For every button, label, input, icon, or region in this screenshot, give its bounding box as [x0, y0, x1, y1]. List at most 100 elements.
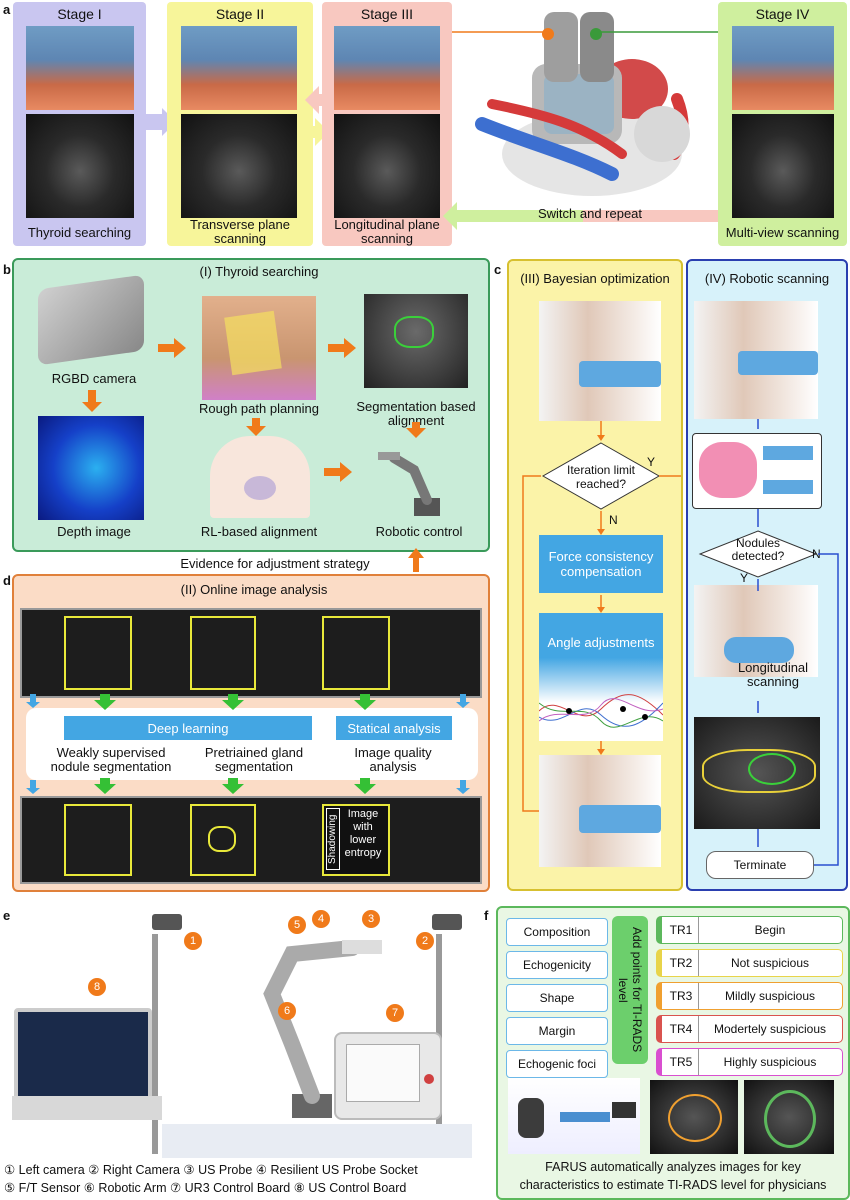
feature-shape: Shape	[506, 984, 608, 1012]
top-frame-2	[190, 616, 256, 690]
statical-analysis-bar: Statical analysis	[336, 716, 452, 740]
stage-1-panel: Stage I Thyroid searching	[13, 2, 146, 246]
bayes-flow-arrows	[522, 421, 681, 812]
terminate-box: Terminate	[706, 851, 814, 879]
panel-label-d: d	[3, 573, 11, 588]
longitudinal-probe-image	[694, 585, 818, 677]
bottom-frame-1	[64, 804, 132, 876]
segmentation-label: Segmentation based alignment	[356, 399, 476, 428]
depth-image-label: Depth image	[57, 524, 131, 539]
nodules-no-label: N	[812, 547, 821, 561]
segmentation-image	[364, 294, 468, 388]
stage-4-caption: Multi-view scanning	[725, 225, 840, 240]
stage-4-title: Stage IV	[755, 6, 810, 22]
tirads-level-row: TR2 Not suspicious	[656, 949, 843, 977]
panel-label-e: e	[3, 908, 11, 923]
nodules-diamond	[698, 530, 818, 578]
bottom-frame-2	[190, 804, 256, 876]
panel-label-a: a	[3, 2, 11, 17]
legend-line-2: ⑤ F/T Sensor ⑥ Robotic Arm ⑦ UR3 Control…	[4, 1181, 407, 1195]
stage-4-panel: Stage IV Multi-view scanning	[718, 2, 847, 246]
tirads-level-code: TR1	[664, 917, 699, 943]
panel-label-f: f	[484, 908, 489, 923]
add-points-box: Add points for TI-RADS level	[612, 916, 648, 1064]
stage-4-ultrasound	[732, 114, 834, 218]
rl-alignment-image	[210, 436, 310, 518]
longitudinal-us-image	[694, 717, 820, 829]
entropy-label: Image with lower entropy	[344, 808, 382, 859]
add-points-label: Add points for TI-RADS level	[616, 927, 644, 1053]
stage-3-title: Stage III	[360, 6, 414, 22]
stage-3-panel: Stage III Longitudinal plane scanning	[322, 2, 452, 246]
evidence-up-arrow	[408, 548, 424, 572]
tirads-level-label: Not suspicious	[730, 956, 810, 970]
robotic-control-image	[378, 452, 440, 516]
tirads-caption-1: FARUS automatically analyzes images for …	[545, 1160, 801, 1174]
tirads-caption-2: characteristics to estimate TI-RADS leve…	[519, 1178, 827, 1192]
bayes-probe-image-2	[539, 755, 661, 867]
feature-margin: Margin	[506, 1017, 608, 1045]
pretrained-seg-label: Pretriained gland segmentation	[204, 745, 304, 774]
rl-alignment-label: RL-based alignment	[200, 524, 318, 539]
stage-2-photo	[181, 26, 297, 110]
marker-2: 2	[416, 932, 434, 950]
nodules-yes-label: Y	[740, 571, 749, 585]
top-film-strip	[20, 608, 482, 698]
deep-learning-bar: Deep learning	[64, 716, 312, 740]
ur3-control-board	[334, 1032, 442, 1120]
feature-echogenicity: Echogenicity	[506, 951, 608, 979]
feature-echogenic-foci: Echogenic foci	[506, 1050, 608, 1078]
stage-2-caption: Transverse plane scanning	[190, 217, 290, 246]
marker-1: 1	[184, 932, 202, 950]
shadowing-label: Shadowing	[326, 808, 340, 870]
rgbd-camera-label: RGBD camera	[51, 371, 137, 386]
bottom-film-strip: Shadowing Image with lower entropy	[20, 796, 482, 884]
bayesian-title: (III) Bayesian optimization	[520, 271, 670, 286]
image-quality-label: Image quality analysis	[354, 745, 432, 774]
bayes-probe-image-1	[539, 301, 661, 421]
left-camera	[152, 914, 182, 930]
angle-adjustments-label: Angle adjustments	[547, 635, 655, 650]
iteration-diamond	[541, 442, 661, 510]
bottom-frame-3: Shadowing Image with lower entropy	[322, 804, 390, 876]
marker-5: 5	[288, 916, 306, 934]
hardware-photo: 1 2 3 4 5 6 7 8	[12, 904, 490, 1158]
connector-lines	[452, 31, 722, 33]
force-consistency-box: Force consistency compensation	[539, 535, 663, 593]
robotic-control-label: Robotic control	[375, 524, 463, 539]
robotic-arm	[263, 940, 382, 1118]
legend-line-1: ① Left camera ② Right Camera ③ US Probe …	[4, 1163, 418, 1177]
nodules-question: Nodules detected?	[731, 536, 785, 563]
stage-3-photo	[334, 26, 440, 110]
tirads-level-label: Highly suspicious	[723, 1055, 817, 1069]
right-camera	[432, 914, 462, 930]
stage-1-title: Stage I	[57, 6, 102, 22]
physician-illustration	[508, 1078, 640, 1154]
tirads-level-code: TR2	[664, 950, 699, 976]
stage-1-caption: Thyroid searching	[27, 225, 132, 240]
thyroid-searching-title: (I) Thyroid searching	[199, 264, 319, 279]
tirads-us-1	[650, 1080, 738, 1154]
tirads-level-label: Modertely suspicious	[713, 1022, 827, 1036]
marker-8: 8	[88, 978, 106, 996]
ultrasound-screen	[14, 1008, 152, 1104]
switch-repeat-arrow	[443, 202, 733, 230]
online-analysis-title: (II) Online image analysis	[180, 582, 328, 597]
rough-path-label: Rough path planning	[199, 401, 319, 416]
stage-2-title: Stage II	[215, 6, 265, 22]
thyroid-searching-panel: (I) Thyroid searching RGBD camera Depth …	[12, 258, 490, 552]
tirads-level-code: TR5	[664, 1049, 699, 1075]
angle-adjustments-box: Angle adjustments	[539, 613, 663, 741]
top-frame-3	[322, 616, 390, 690]
rough-path-image	[202, 296, 316, 400]
stage-3-ultrasound	[334, 114, 440, 218]
robotic-scanning-title: (IV) Robotic scanning	[704, 271, 830, 286]
stage-2-panel: Stage II Transverse plane scanning	[167, 2, 313, 246]
depth-image	[38, 416, 144, 520]
tirads-us-2	[744, 1080, 834, 1154]
panel-label-c: c	[494, 262, 502, 277]
panel-label-b: b	[3, 262, 11, 277]
feature-composition: Composition	[506, 918, 608, 946]
